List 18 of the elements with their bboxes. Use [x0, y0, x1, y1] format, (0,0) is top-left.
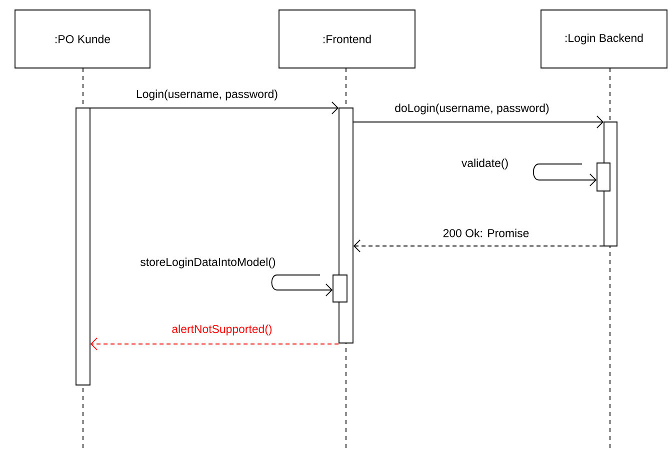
- message-label: validate(): [462, 158, 508, 170]
- activation-bar: [76, 108, 90, 386]
- message-arrow: [532, 164, 597, 186]
- message-arrow: [90, 102, 339, 114]
- lifeline-head-box: :Frontend: [278, 10, 416, 68]
- lifeline-head-box: :Login Backend: [540, 10, 668, 68]
- message-label: 200 Ok: Promise: [443, 228, 529, 238]
- message-arrow: [90, 338, 339, 350]
- message-label: alertNotSupported(): [172, 324, 272, 336]
- message-arrow: [353, 240, 604, 252]
- message-label: Login(username, password): [136, 90, 278, 100]
- activation-bar: [332, 274, 348, 302]
- lifeline-head-box: :PO Kunde: [14, 10, 150, 68]
- message-arrow: [353, 116, 604, 128]
- message-label: doLogin(username, password): [395, 104, 549, 114]
- message-label: storeLoginDataIntoModel(): [140, 258, 276, 268]
- message-arrow: [271, 274, 333, 296]
- activation-bar: [596, 162, 610, 192]
